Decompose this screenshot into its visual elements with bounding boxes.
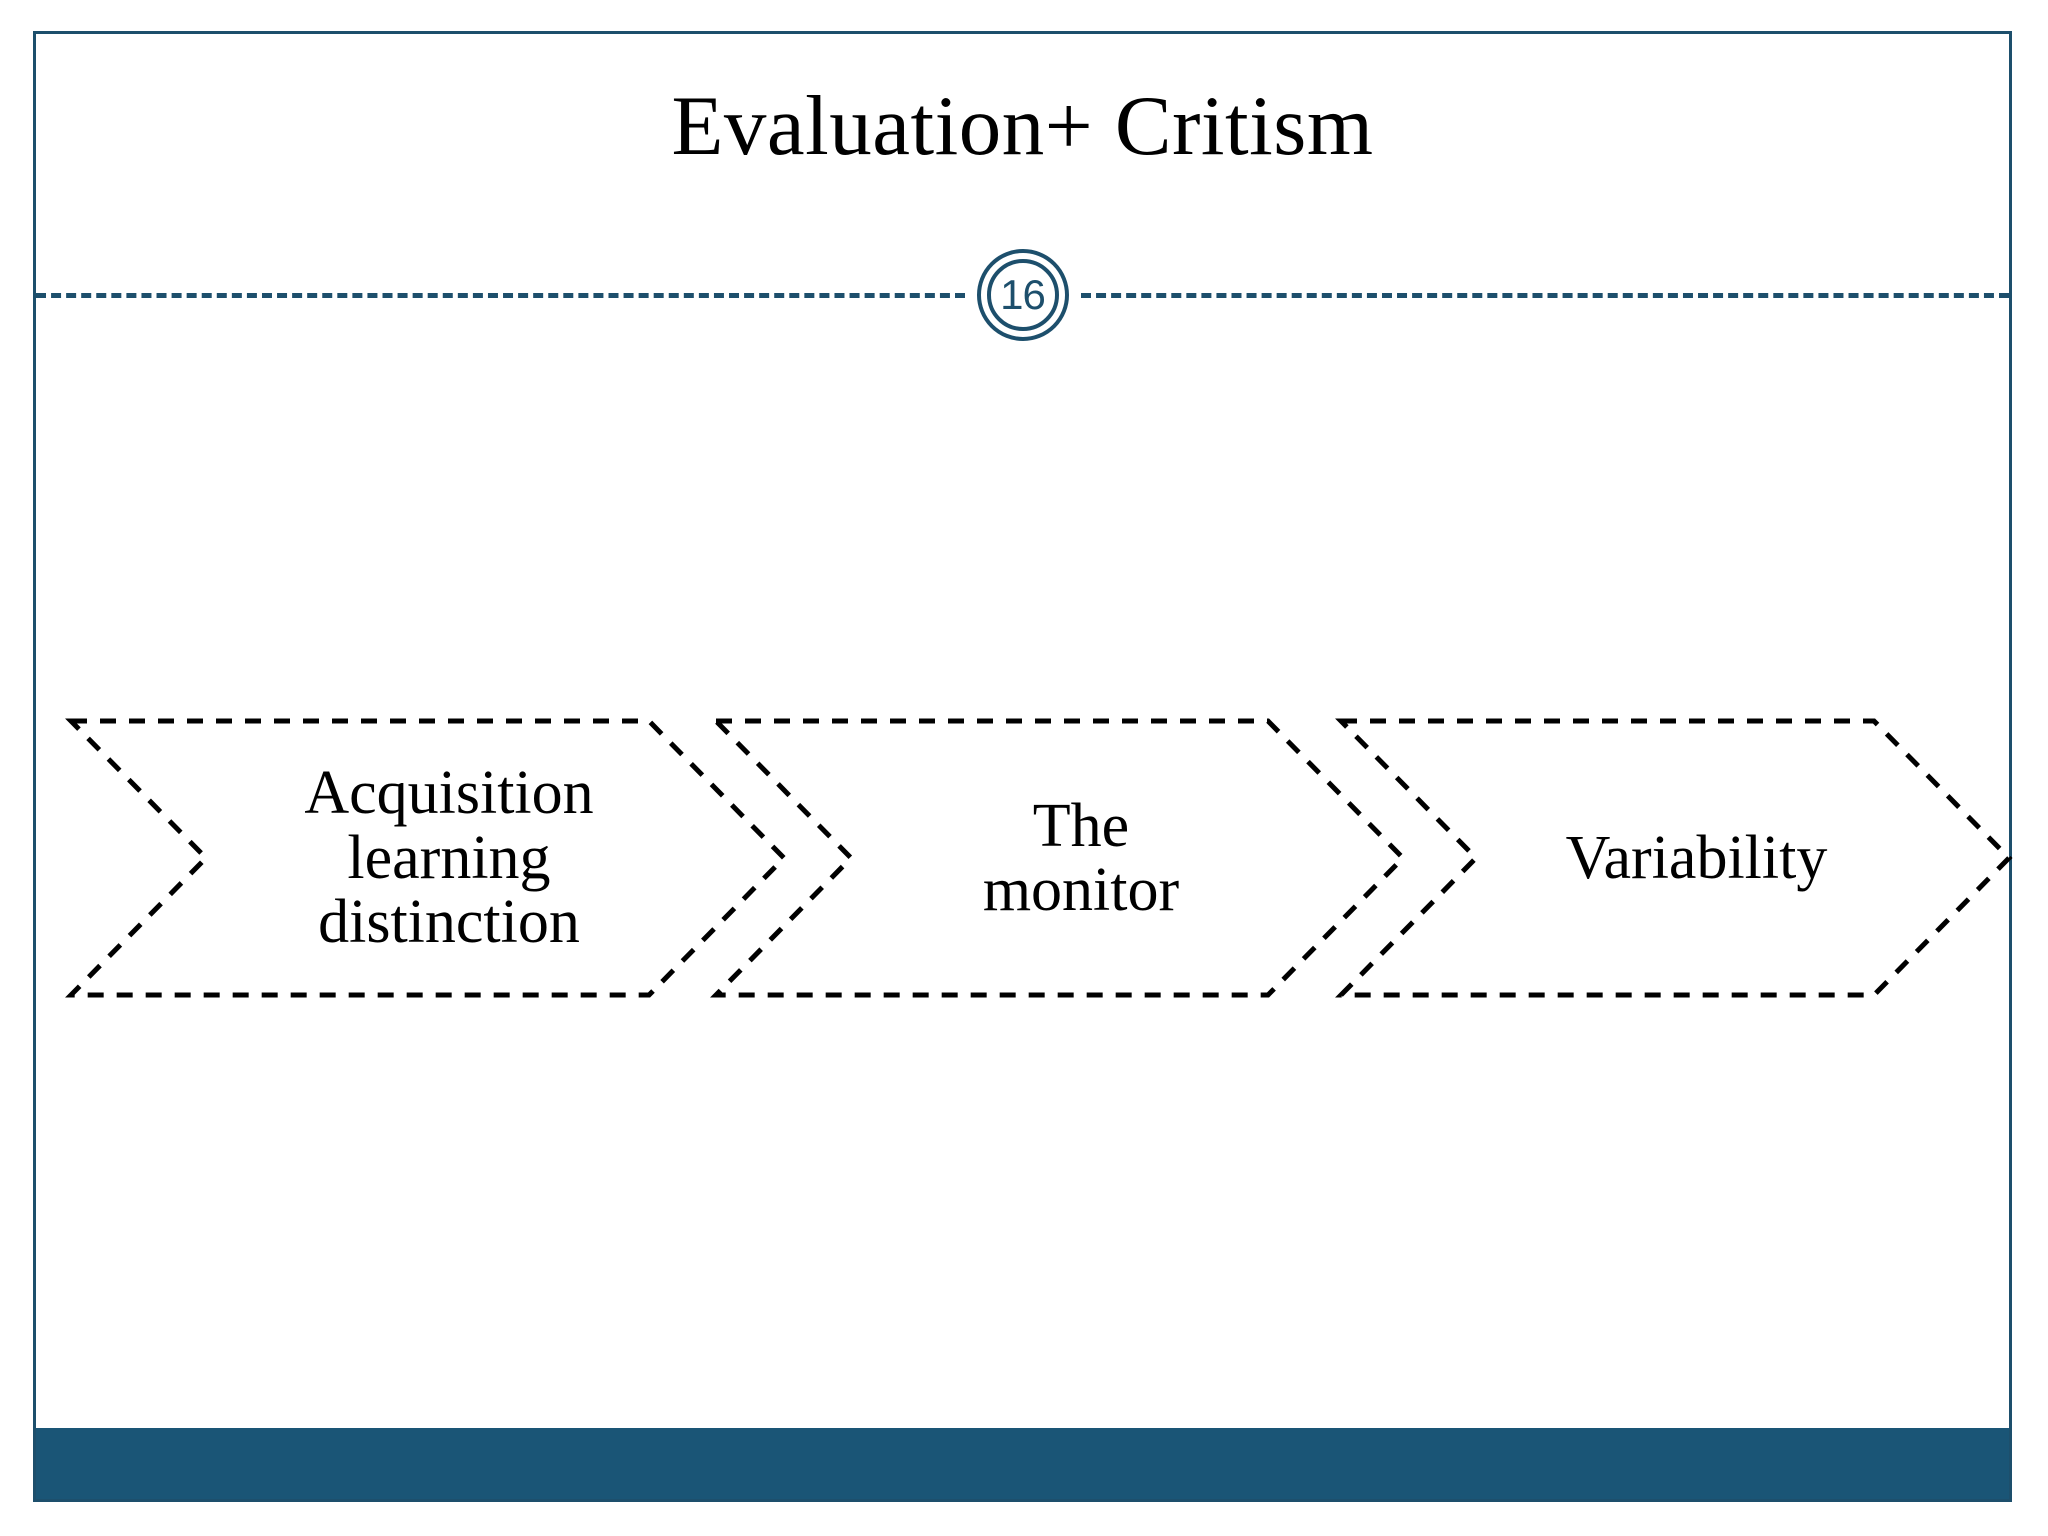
chevron-step-1[interactable]: Acquisition learning distinction [71, 718, 787, 998]
dashed-divider-left [36, 292, 965, 298]
slide-canvas: Evaluation+ Critism 16 Acquisition learn… [33, 31, 2012, 1502]
chevron-step-3[interactable]: Variability [1341, 718, 2012, 998]
page-number-badge: 16 [976, 249, 1069, 341]
chevron-process-diagram: Acquisition learning distinction The mon… [71, 718, 2012, 998]
dashed-divider-right [1080, 292, 2009, 298]
chevron-shape-icon [71, 718, 787, 998]
divider-row: 16 [36, 245, 2009, 345]
page-title: Evaluation+ Critism [671, 79, 1374, 173]
chevron-step-2[interactable]: The monitor [716, 718, 1406, 998]
chevron-shape-icon [716, 718, 1406, 998]
bottom-accent-band [36, 1428, 2009, 1499]
chevron-shape-icon [1341, 718, 2012, 998]
page-number-label: 16 [1000, 271, 1046, 318]
